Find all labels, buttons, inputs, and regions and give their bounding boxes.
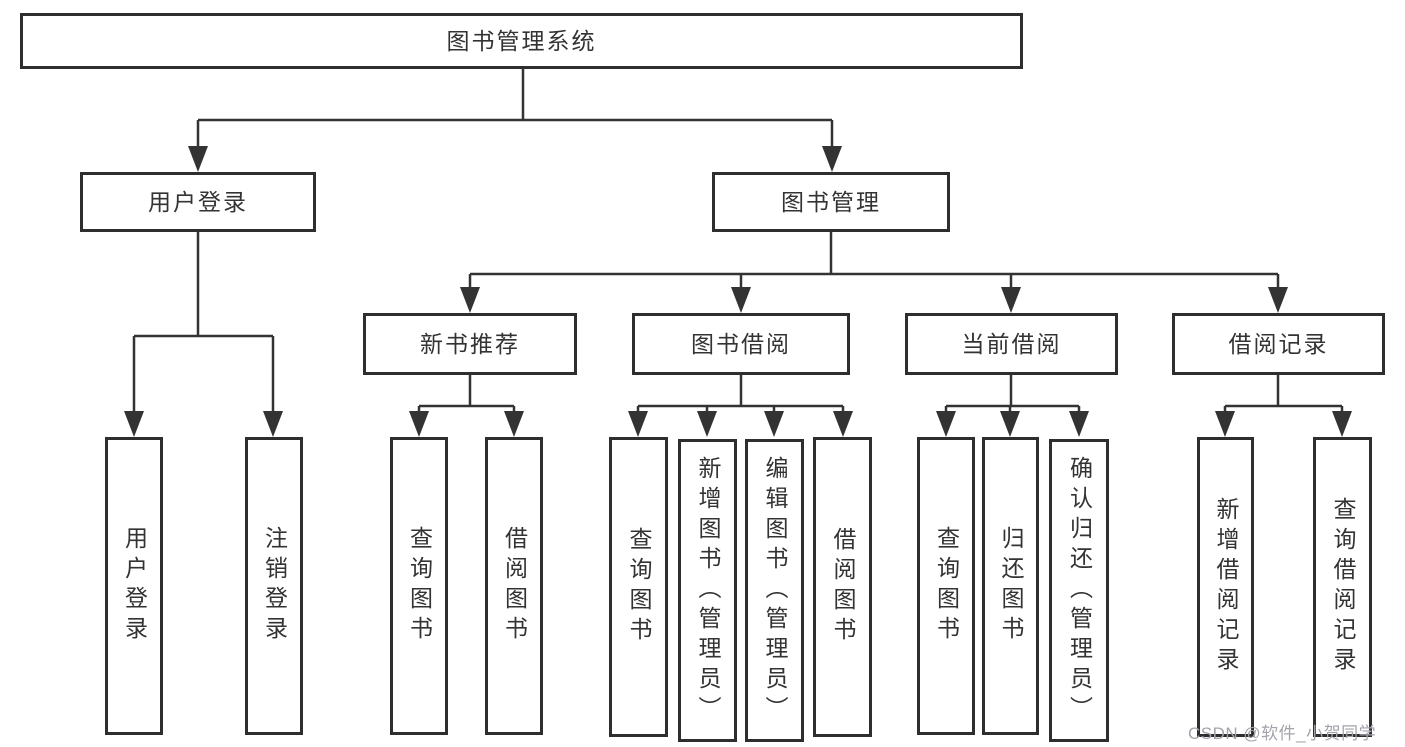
leaf-query-books: 查询图书 bbox=[609, 437, 668, 737]
arrowhead bbox=[1215, 411, 1235, 437]
node-book-borrowing: 图书借阅 bbox=[632, 313, 850, 375]
leaf-borrow-books: 借阅图书 bbox=[813, 437, 872, 737]
arrowhead bbox=[409, 411, 429, 437]
leaf-return-books: 归还图书 bbox=[982, 437, 1039, 735]
arrowhead bbox=[822, 146, 842, 172]
arrowhead bbox=[1001, 287, 1021, 313]
arrowhead bbox=[124, 411, 144, 437]
node-borrowing-records: 借阅记录 bbox=[1172, 313, 1385, 375]
arrowhead bbox=[188, 146, 208, 172]
leaf-edit-books-admin: 编辑图书（管理员） bbox=[745, 439, 804, 742]
node-user-login: 用户登录 bbox=[80, 172, 316, 232]
node-current-borrowing: 当前借阅 bbox=[905, 313, 1118, 375]
arrowhead bbox=[263, 411, 283, 437]
csdn-watermark: CSDN @软件_小贺同学 bbox=[1188, 724, 1377, 743]
node-book-management: 图书管理 bbox=[712, 172, 950, 232]
leaf-confirm-return-admin: 确认归还（管理员） bbox=[1049, 439, 1109, 742]
leaf-user-login: 用户登录 bbox=[105, 437, 163, 735]
arrowhead bbox=[1332, 411, 1352, 437]
arrowhead bbox=[1268, 287, 1288, 313]
arrowhead bbox=[936, 411, 956, 437]
leaf-query-books: 查询图书 bbox=[917, 437, 975, 735]
arrowhead bbox=[1069, 411, 1089, 437]
connector-lines bbox=[132, 69, 1344, 433]
leaf-add-books-admin: 新增图书（管理员） bbox=[678, 439, 737, 742]
arrowhead bbox=[731, 287, 751, 313]
leaf-borrow-books: 借阅图书 bbox=[485, 437, 543, 735]
arrowhead bbox=[1000, 411, 1020, 437]
arrowhead bbox=[764, 411, 784, 437]
arrowhead bbox=[460, 287, 480, 313]
arrowhead bbox=[697, 411, 717, 437]
arrowhead bbox=[628, 411, 648, 437]
leaf-query-borrow-record: 查询借阅记录 bbox=[1313, 437, 1372, 737]
arrowhead bbox=[504, 411, 524, 437]
leaf-query-books: 查询图书 bbox=[390, 437, 448, 735]
arrowheads bbox=[124, 146, 1352, 437]
node-library-management-system: 图书管理系统 bbox=[20, 13, 1023, 69]
node-new-book-recommendation: 新书推荐 bbox=[363, 313, 577, 375]
leaf-logout: 注销登录 bbox=[245, 437, 303, 735]
arrowhead bbox=[833, 411, 853, 437]
leaf-add-borrow-record: 新增借阅记录 bbox=[1197, 437, 1254, 737]
